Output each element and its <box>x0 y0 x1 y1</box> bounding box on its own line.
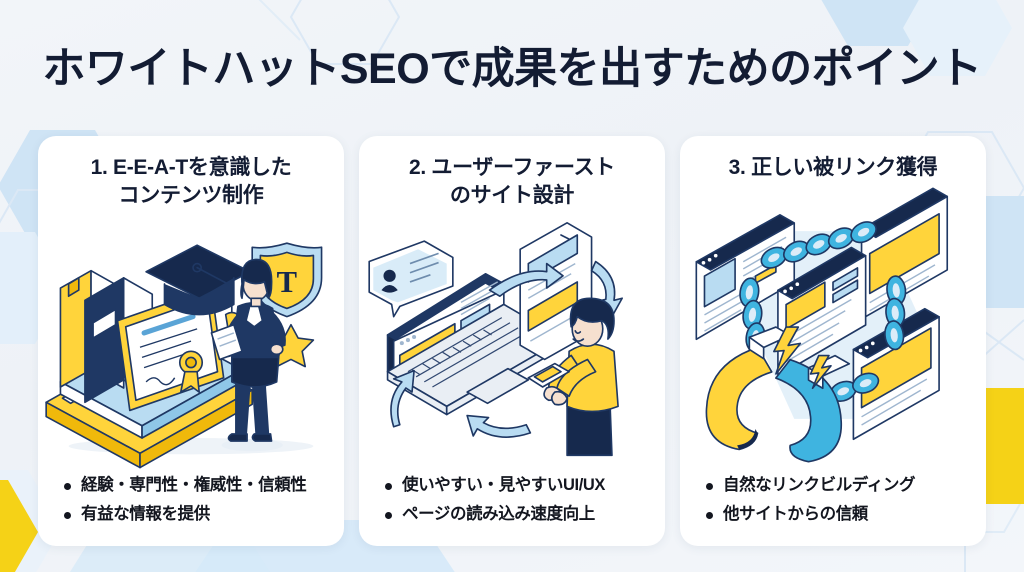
card-title-1: 1. E-E-A-Tを意識したコンテンツ制作 <box>90 156 292 207</box>
chain-right-vertical <box>884 275 907 351</box>
lightning-bolt-large <box>773 326 802 375</box>
browser-window-bottom-right <box>852 307 940 440</box>
bullet-list-2: 使いやすい・見やすいUI/UX ページの読み込み速度向上 <box>359 474 665 532</box>
bullet-item: 有益な情報を提供 <box>64 503 334 527</box>
bullet-item: 使いやすい・見やすいUI/UX <box>385 474 655 498</box>
illustration-backlink-magnet: .o3{stroke:#1f3864;stroke-width:1.6;stro… <box>680 186 986 474</box>
bullet-item: 他サイトからの信頼 <box>706 503 976 527</box>
shield-letter: T <box>277 265 297 299</box>
trust-shield: T <box>251 242 323 318</box>
page-title: ホワイトハットSEOで成果を出すためのポイント <box>42 45 982 93</box>
bullet-item: 経験・専門性・権威性・信頼性 <box>64 474 334 498</box>
browser-window-center <box>777 246 867 377</box>
laptop <box>386 272 564 416</box>
illustration-books-expertise: .ol{stroke:#1f3864;stroke-width:1.6;stro… <box>38 214 344 474</box>
card-backlinks[interactable]: 3. 正しい被リンク獲得 .o3{stroke:#1f3864;stroke-w… <box>680 136 986 546</box>
chain-top-horizontal <box>760 221 877 269</box>
user-avatar-icon <box>383 269 396 282</box>
bullet-item: ページの読み込み速度向上 <box>385 503 655 527</box>
lightning-bolt-small <box>809 354 832 389</box>
illustration-laptop-mobile-ux: .o2{stroke:#1f3864;stroke-width:1.6;stro… <box>359 214 665 474</box>
bullet-list-1: 経験・専門性・権威性・信頼性 有益な情報を提供 <box>38 474 344 532</box>
person-with-phone <box>527 297 619 456</box>
businesswoman <box>210 258 286 452</box>
bullet-item: 自然なリンクビルディング <box>706 474 976 498</box>
card-title-3: 3. 正しい被リンク獲得 <box>728 156 938 179</box>
backlink-illustration-svg: .o3{stroke:#1f3864;stroke-width:1.6;stro… <box>695 187 949 463</box>
bullet-list-3: 自然なリンクビルディング 他サイトからの信頼 <box>680 474 986 532</box>
eeat-illustration-svg: .ol{stroke:#1f3864;stroke-width:1.6;stro… <box>45 242 323 469</box>
hex-bottom-left-yellow <box>0 480 38 572</box>
ux-illustration-svg: .o2{stroke:#1f3864;stroke-width:1.6;stro… <box>368 221 623 456</box>
chat-bubble-user <box>368 240 454 318</box>
card-title-2: 2. ユーザーファーストのサイト設計 <box>408 156 616 207</box>
magnet <box>705 326 851 463</box>
certificate <box>116 287 225 412</box>
